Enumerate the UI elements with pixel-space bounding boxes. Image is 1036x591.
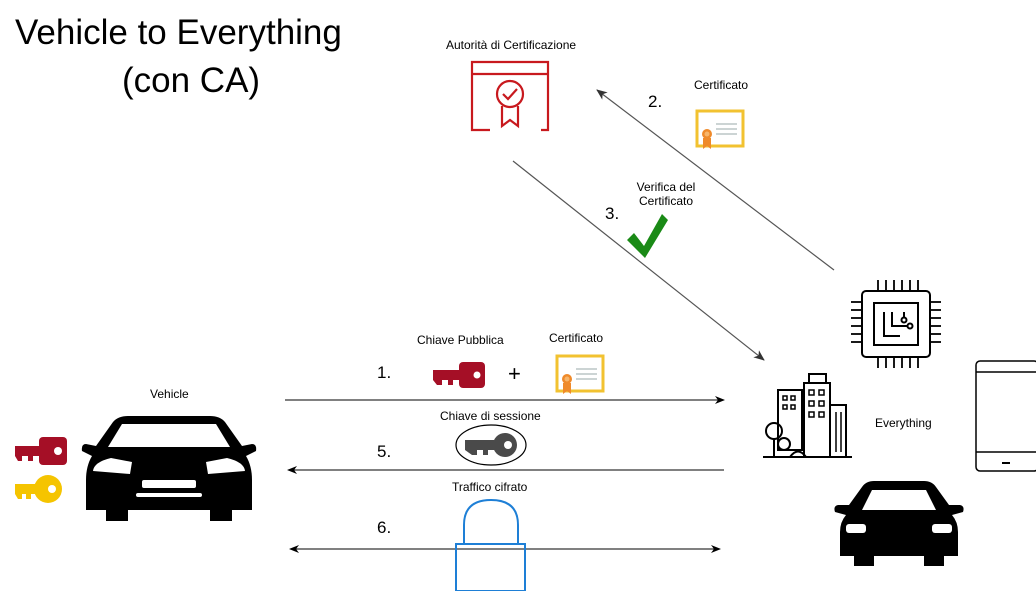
step-3-label: 3. (605, 204, 620, 223)
arrow-step-3 (512, 160, 765, 361)
chip-icon (851, 280, 941, 368)
session-key-label: Chiave di sessione (440, 409, 541, 423)
yellow-key-icon (15, 475, 62, 503)
plus-sign: + (508, 361, 521, 386)
padlock-icon (455, 498, 526, 591)
everything-label: Everything (875, 416, 932, 430)
diagram-title-line2: (con CA) (122, 61, 261, 100)
arrow-step-2 (596, 89, 835, 271)
certificate-top-label: Certificato (694, 78, 749, 92)
red-key-icon (433, 362, 485, 388)
car-front-icon (834, 481, 964, 566)
certificate-mid-label: Certificato (549, 331, 604, 345)
step-6-label: 6. (377, 518, 392, 537)
smartphone-icon (975, 360, 1036, 472)
certificate-authority-icon (470, 60, 550, 132)
certificate-icon (695, 109, 745, 149)
diagram-title-line1: Vehicle to Everything (15, 13, 342, 52)
red-key-icon (15, 437, 67, 465)
session-key-icon (455, 424, 527, 466)
verify-certificate-label: Verifica del Certificato (636, 180, 696, 208)
encrypted-traffic-label: Traffico cifrato (452, 480, 528, 494)
city-buildings-icon (763, 373, 852, 458)
step-1-label: 1. (377, 363, 392, 382)
step-2-label: 2. (648, 92, 663, 111)
car-front-icon (81, 416, 257, 521)
public-key-label: Chiave Pubblica (417, 333, 504, 347)
certificate-icon (555, 354, 605, 394)
checkmark-icon (627, 214, 668, 258)
vehicle-label: Vehicle (150, 387, 189, 401)
ca-label: Autorità di Certificazione (446, 38, 577, 52)
step-5-label: 5. (377, 442, 392, 461)
